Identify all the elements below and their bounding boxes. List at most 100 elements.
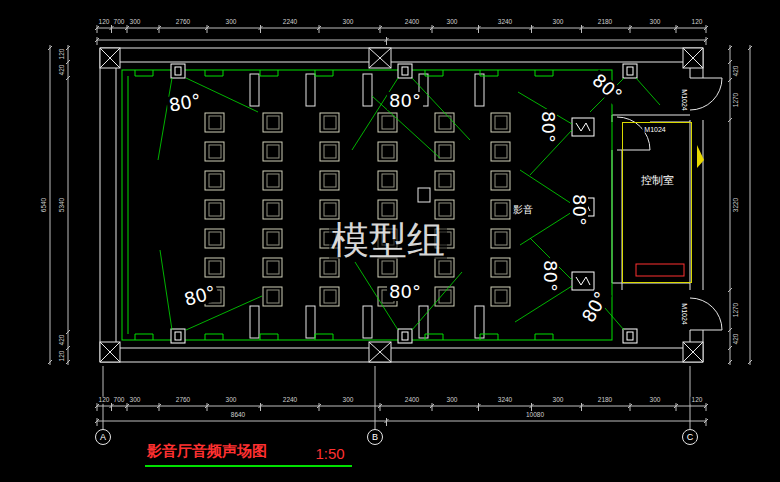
seat-cushion: [324, 174, 336, 187]
dim-extension: [676, 403, 677, 411]
dim-extension: [706, 418, 707, 426]
lining-line: [122, 70, 612, 340]
door-arc: [690, 298, 722, 330]
dimension-label: 1270: [733, 302, 740, 318]
dimension-label: 120: [691, 19, 704, 26]
seat-cushion: [209, 261, 221, 274]
angle-label: M1024: [642, 126, 667, 133]
seat-cushion: [495, 116, 507, 129]
dimension-label: 8640: [230, 412, 246, 419]
angle-label: M1024: [681, 87, 688, 112]
dim-extension: [159, 403, 160, 411]
dimension-label: 300: [225, 397, 238, 404]
angle-label: 80°: [180, 283, 219, 310]
dimension-label: 2400: [404, 19, 420, 26]
dimension-label: 120: [59, 350, 66, 363]
dimension-label: 300: [225, 19, 238, 26]
dim-tick: [728, 60, 732, 64]
inner-wall: [690, 120, 691, 290]
field-line: [520, 212, 572, 245]
wall-speaker: [623, 64, 637, 78]
dimension-label: 2180: [597, 19, 613, 26]
seat: [320, 142, 339, 161]
column-hatch: [683, 48, 703, 68]
step-strip: [250, 306, 259, 338]
seat: [205, 258, 224, 277]
seat-cushion: [439, 261, 451, 274]
dim-extension: [380, 25, 381, 33]
step-strip: [363, 306, 372, 338]
seat-cushion: [382, 261, 394, 274]
dimension-label: 300: [446, 397, 459, 404]
seat: [491, 287, 510, 306]
angle-label: 80°: [166, 91, 204, 115]
inner-wall: [116, 62, 690, 348]
seat-cushion: [324, 116, 336, 129]
panel: [480, 70, 498, 76]
seat-cushion: [495, 174, 507, 187]
door-arc: [690, 78, 722, 110]
dim-extension: [260, 403, 261, 411]
wall-speaker-cone: [175, 332, 181, 340]
dimension-label: 120: [59, 48, 66, 61]
field-line: [160, 250, 172, 330]
dim-line: [750, 45, 751, 365]
step-strip: [419, 306, 428, 338]
seat: [435, 287, 454, 306]
angle-label: 80°: [578, 287, 612, 327]
front-speaker-detail: [576, 123, 590, 131]
front-speaker-detail: [576, 277, 590, 285]
dimension-label: 300: [552, 397, 565, 404]
step-strip: [475, 306, 484, 338]
dim-extension: [630, 25, 631, 33]
columns: [100, 48, 703, 362]
angle-label: 80°: [570, 192, 588, 228]
dimension-label: 300: [446, 19, 459, 26]
dim-extension: [531, 25, 532, 33]
step-strip: [250, 74, 259, 106]
dim-tick: [66, 330, 70, 334]
seat: [435, 171, 454, 190]
seat-cushion: [495, 203, 507, 216]
watermark: 模型组: [329, 221, 447, 259]
seat-cushion: [495, 290, 507, 303]
dimension-label: 300: [342, 19, 355, 26]
dim-extension: [478, 403, 479, 411]
column: [100, 48, 120, 68]
dim-extension: [97, 418, 98, 426]
seat-cushion: [324, 203, 336, 216]
angle-label: 80°: [541, 258, 559, 294]
wall-panels: [135, 70, 553, 340]
dim-extension: [706, 37, 707, 45]
seat: [263, 229, 282, 248]
dimension-label: 420: [59, 334, 66, 347]
seat-cushion: [267, 261, 279, 274]
dimension-label: 420: [733, 65, 740, 78]
dim-extension: [676, 25, 677, 33]
seat-cushion: [267, 174, 279, 187]
seat-cushion: [439, 174, 451, 187]
dimension-label: 420: [59, 64, 66, 77]
dimension-label: 120: [98, 397, 111, 404]
dimension-label: 2760: [175, 19, 191, 26]
panel: [480, 334, 498, 340]
dim-tick: [728, 46, 732, 50]
seat: [263, 171, 282, 190]
seat: [320, 200, 339, 219]
dim-extension: [260, 25, 261, 33]
axis-label: A: [98, 433, 108, 442]
wall-speaker-cone: [402, 332, 408, 340]
panel: [535, 334, 553, 340]
column-hatch: [683, 342, 703, 362]
dimension-label: 3240: [497, 19, 513, 26]
outer-wall: [100, 48, 703, 362]
seat: [205, 229, 224, 248]
seat: [263, 142, 282, 161]
dimension-label: 420: [733, 333, 740, 346]
dim-tick: [48, 46, 52, 50]
seat-cushion: [324, 290, 336, 303]
dim-tick: [728, 78, 732, 82]
room-box: 控制室: [622, 122, 692, 283]
column: [683, 48, 703, 68]
seat-cushion: [495, 261, 507, 274]
